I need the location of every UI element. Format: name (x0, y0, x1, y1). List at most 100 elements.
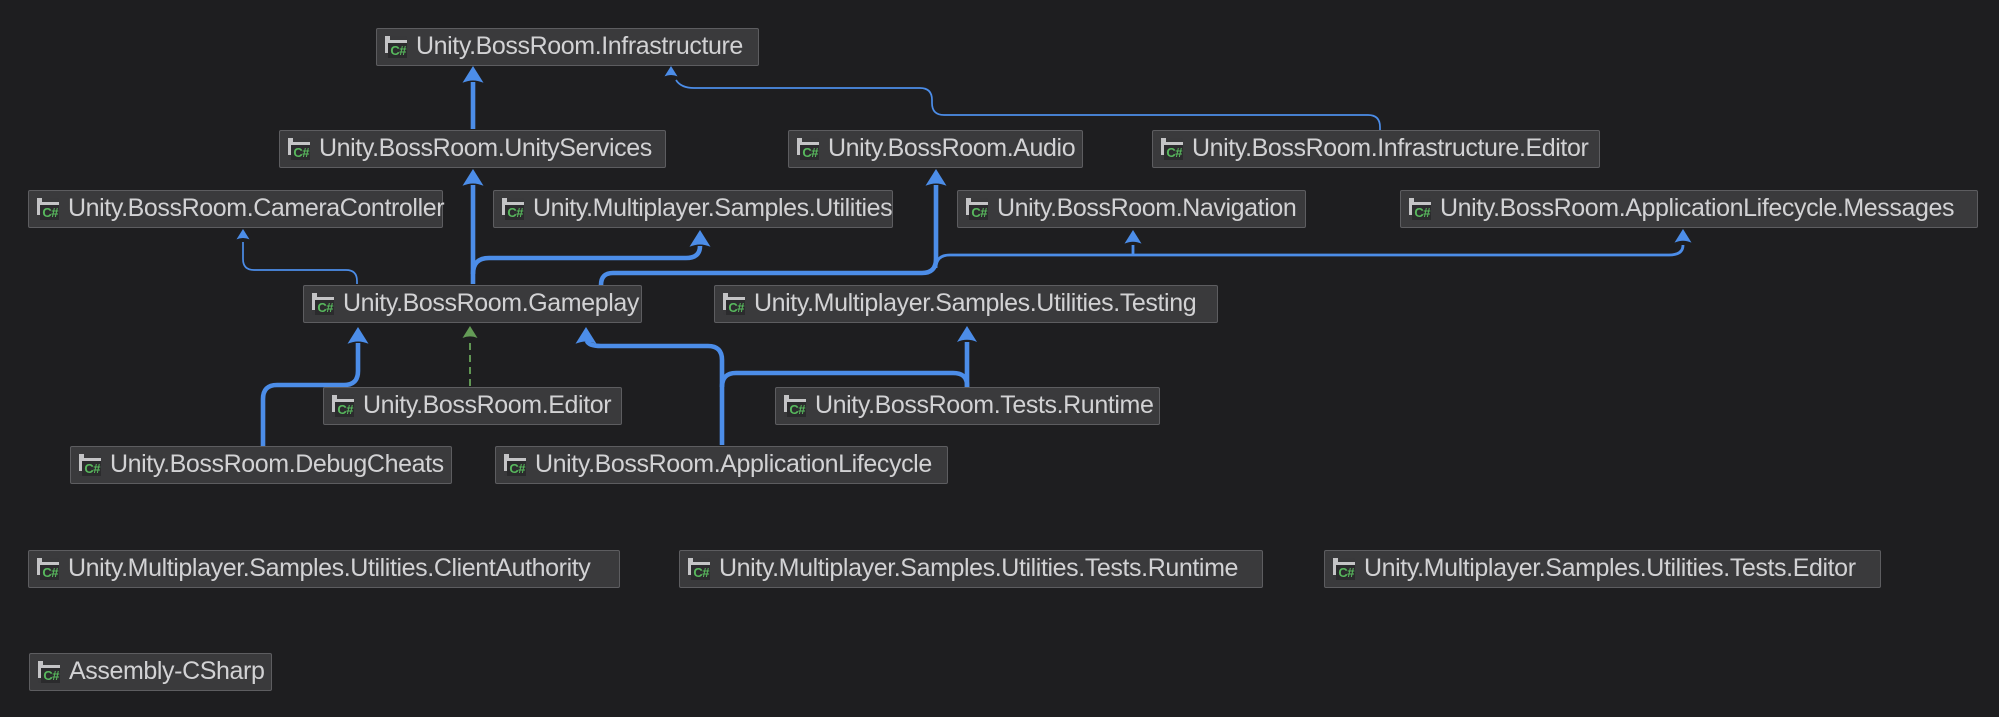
csharp-icon-part (691, 565, 710, 580)
csharp-icon-glyph: C# (293, 145, 309, 160)
assembly-node-utilities-tests-runtime[interactable]: C# Unity.Multiplayer.Samples.Utilities.Te… (679, 550, 1263, 588)
csharp-assembly-icon: C# (385, 36, 407, 58)
assembly-node-audio[interactable]: C# Unity.BossRoom.Audio (788, 130, 1083, 168)
arrowhead-up-icon (462, 169, 484, 186)
assembly-node-label: Unity.BossRoom.Audio (828, 133, 1076, 162)
csharp-assembly-icon: C# (797, 138, 819, 160)
csharp-icon-part (787, 402, 806, 417)
csharp-assembly-icon: C# (37, 558, 59, 580)
csharp-icon-part (288, 145, 291, 155)
csharp-icon-part (784, 395, 789, 399)
csharp-icon-part (1164, 145, 1183, 160)
assembly-node-camera-controller[interactable]: C#Unity.BossRoom.CameraController (28, 190, 445, 228)
csharp-icon-glyph: C# (337, 402, 353, 417)
csharp-assembly-icon: C# (723, 293, 745, 315)
assembly-node-label: Unity.BossRoom.DebugCheats (110, 449, 444, 478)
csharp-icon-part (1161, 138, 1166, 142)
csharp-assembly-icon: C# (1161, 138, 1183, 160)
csharp-icon-part (37, 565, 40, 575)
assembly-node-utilities-tests-editor[interactable]: C# Unity.Multiplayer.Samples.Utilities.Te… (1324, 550, 1881, 588)
csharp-icon-part (505, 205, 524, 220)
assembly-node-tests-runtime[interactable]: C# Unity.BossRoom.Tests.Runtime (775, 387, 1160, 425)
csharp-icon-glyph: C# (509, 461, 525, 476)
arrowhead-up-icon (462, 66, 484, 83)
assembly-node-infrastructure[interactable]: C# Unity.BossRoom.Infrastructure (376, 28, 759, 66)
arrowhead-up-icon (575, 327, 597, 344)
csharp-icon-part (1336, 565, 1355, 580)
csharp-icon-part (723, 300, 726, 310)
dependency-edge-tests-runtime-to-gameplay (719, 370, 970, 388)
assembly-node-label: Unity.Multiplayer.Samples.Utilities.Test… (754, 288, 1197, 317)
csharp-icon-part (385, 40, 407, 43)
assembly-node-label: Unity.Multiplayer.Samples.Utilities.Test… (1364, 553, 1856, 582)
csharp-icon-glyph: C# (507, 205, 523, 220)
csharp-icon-part (797, 145, 800, 155)
assembly-node-gameplay[interactable]: C#Unity.BossRoom.Gameplay (303, 285, 642, 323)
assembly-node-editor[interactable]: C#Unity.BossRoom.Editor (323, 387, 622, 425)
csharp-icon-part (507, 461, 526, 476)
csharp-icon-part (38, 665, 60, 668)
csharp-icon-part (41, 668, 60, 683)
assembly-node-label: Unity.BossRoom.Tests.Runtime (815, 390, 1154, 419)
assembly-node-label: Unity.BossRoom.Infrastructure (416, 31, 743, 60)
csharp-assembly-icon: C# (504, 454, 526, 476)
csharp-icon-glyph: C# (84, 461, 100, 476)
csharp-icon-glyph: C# (1338, 565, 1354, 580)
csharp-icon-part (502, 202, 524, 205)
csharp-icon-part (37, 202, 59, 205)
csharp-icon-part (800, 145, 819, 160)
csharp-icon-part (797, 142, 819, 145)
assembly-node-navigation[interactable]: C# Unity.BossRoom.Navigation (957, 190, 1306, 228)
csharp-icon-part (723, 297, 745, 300)
csharp-icon-part (79, 458, 101, 461)
csharp-icon-glyph: C# (1166, 145, 1182, 160)
csharp-icon-part (332, 402, 335, 412)
csharp-assembly-icon: C# (502, 198, 524, 220)
assembly-node-assembly-csharp[interactable]: C#Assembly-CSharp (29, 653, 272, 691)
csharp-icon-part (784, 399, 806, 402)
csharp-icon-glyph: C# (42, 565, 58, 580)
csharp-assembly-icon: C# (312, 293, 334, 315)
arrowhead-up-icon (1124, 230, 1142, 244)
csharp-icon-part (291, 145, 310, 160)
csharp-icon-glyph: C# (728, 300, 744, 315)
csharp-icon-part (38, 668, 41, 678)
csharp-icon-part (37, 558, 42, 562)
assembly-node-multiplayer-samples-utilities-testing[interactable]: C# Unity.Multiplayer.Samples.Utilities.Te… (714, 285, 1218, 323)
arrowhead-up-icon (236, 229, 250, 240)
csharp-assembly-icon: C# (1409, 198, 1431, 220)
csharp-icon-part (288, 138, 293, 142)
csharp-icon-part (688, 565, 691, 575)
assembly-node-application-lifecycle[interactable]: C#Unity.BossRoom.ApplicationLifecycle (495, 446, 948, 484)
arrowhead-up-icon (462, 326, 478, 338)
csharp-icon-part (784, 402, 787, 412)
csharp-icon-glyph: C# (693, 565, 709, 580)
csharp-icon-glyph: C# (789, 402, 805, 417)
csharp-icon-glyph: C# (317, 300, 333, 315)
csharp-icon-part (723, 293, 728, 297)
arrowhead-up-icon (1674, 229, 1692, 243)
csharp-icon-part (504, 458, 526, 461)
assembly-node-label: Assembly-CSharp (69, 656, 265, 685)
assembly-node-debug-cheats[interactable]: C# Unity.BossRoom.DebugCheats (70, 446, 452, 484)
assembly-node-label: Unity.BossRoom.Navigation (997, 193, 1297, 222)
csharp-icon-part (1161, 142, 1183, 145)
csharp-icon-part (797, 138, 802, 142)
assembly-node-label: Unity.Multiplayer.Samples.Utilities.Test… (719, 553, 1238, 582)
assembly-node-unity-services[interactable]: C#Unity.BossRoom.UnityServices (279, 130, 666, 168)
assembly-node-infrastructure-editor[interactable]: C#Unity.BossRoom.Infrastructure.Editor (1152, 130, 1600, 168)
csharp-icon-part (1409, 205, 1412, 215)
assembly-node-multiplayer-samples-utilities[interactable]: C# Unity.Multiplayer.Samples.Utilities (493, 190, 893, 228)
csharp-icon-glyph: C# (390, 43, 406, 58)
assembly-node-application-lifecycle-messages[interactable]: C#Unity.BossRoom.ApplicationLifecycle.Me… (1400, 190, 1978, 228)
csharp-icon-part (315, 300, 334, 315)
csharp-icon-part (312, 300, 315, 310)
csharp-icon-part (332, 399, 354, 402)
assembly-node-label: Unity.Multiplayer.Samples.Utilities (533, 193, 893, 222)
assembly-node-utilities-client-authority[interactable]: C#Unity.Multiplayer.Samples.Utilities.Cl… (28, 550, 620, 588)
csharp-icon-part (688, 558, 693, 562)
arrowhead-up-icon (689, 230, 711, 247)
arrowhead-up-icon (347, 327, 369, 344)
csharp-assembly-icon: C# (966, 198, 988, 220)
